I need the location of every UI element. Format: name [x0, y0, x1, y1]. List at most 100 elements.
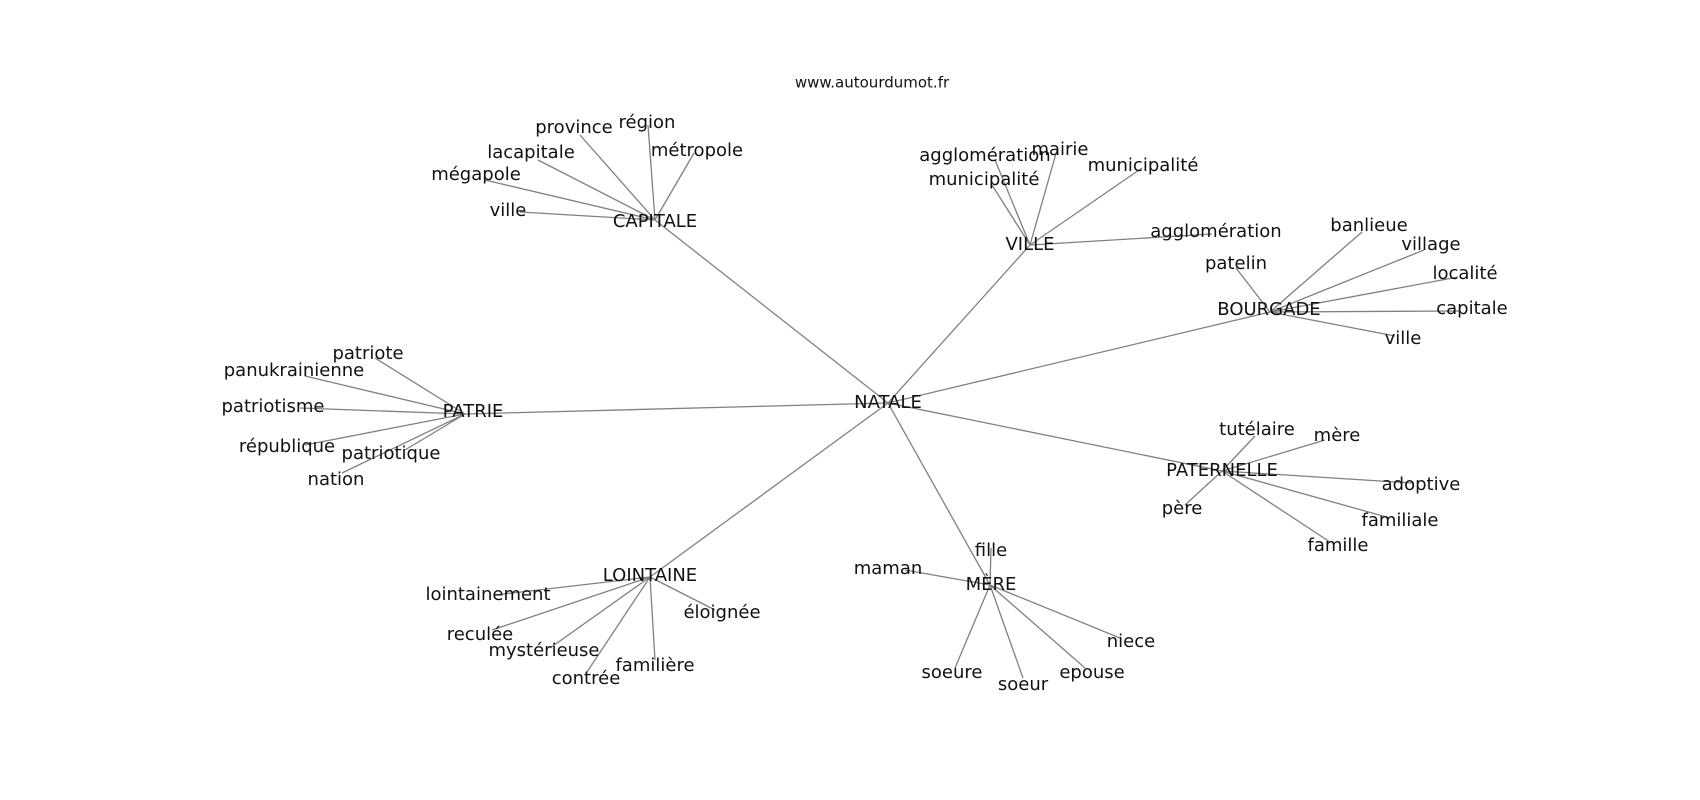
- word-node-ville-municipalite[interactable]: municipalité: [929, 169, 1040, 190]
- hub-node-mere[interactable]: MÈRE: [966, 573, 1017, 595]
- edge-patrie-patriotique-4: [404, 413, 466, 451]
- word-node-ville-municipalite[interactable]: municipalité: [1088, 155, 1199, 176]
- edge-ville-mairie-1: [1029, 149, 1058, 246]
- edge-paternelle-familiale-4: [1221, 470, 1391, 519]
- edge-mere-niece-2: [989, 584, 1121, 639]
- word-node-lointaine-mysterieuse[interactable]: mystérieuse: [488, 640, 599, 661]
- edge-mere-soeur-5: [989, 584, 1024, 679]
- word-node-paternelle-mere[interactable]: mère: [1314, 425, 1361, 446]
- edge-patrie-patriotisme-2: [299, 407, 466, 415]
- edge-bourgade-capitale-4: [1269, 310, 1461, 313]
- word-node-bourgade-village[interactable]: village: [1401, 234, 1460, 255]
- edge-lointaine-familiere-4: [649, 576, 656, 661]
- word-node-mere-niece[interactable]: niece: [1107, 631, 1155, 652]
- edge-mere-soeure-3: [954, 584, 991, 669]
- word-node-mere-soeure[interactable]: soeure: [922, 662, 983, 683]
- edge-natale-paternelle: [887, 402, 1223, 472]
- word-node-patrie-patriotisme[interactable]: patriotisme: [222, 396, 325, 417]
- word-node-mere-maman[interactable]: maman: [854, 558, 923, 579]
- source-website-label: www.autourdumot.fr: [795, 74, 950, 92]
- edge-natale-mere: [887, 402, 991, 586]
- edge-lointaine-eloignee-1: [649, 576, 716, 611]
- edge-capitale-province-0: [579, 134, 656, 221]
- edge-patrie-republique-3: [304, 413, 466, 446]
- word-node-lointaine-lointainement[interactable]: lointainement: [425, 584, 550, 605]
- word-node-ville-agglomeration[interactable]: agglomération: [1150, 221, 1281, 242]
- edge-capitale-region-1: [647, 124, 656, 221]
- word-node-paternelle-pere[interactable]: père: [1162, 498, 1203, 519]
- edge-bourgade-localite-3: [1269, 276, 1459, 313]
- word-node-capitale-metropole[interactable]: métropole: [651, 140, 743, 161]
- edge-capitale-lacapitale-2: [537, 159, 656, 221]
- word-node-paternelle-tutelaire[interactable]: tutélaire: [1219, 419, 1295, 440]
- edge-natale-bourgade: [887, 311, 1271, 404]
- word-node-patrie-panukrainienne[interactable]: panukrainienne: [224, 360, 365, 381]
- edge-ville-municipalite-2: [1029, 167, 1143, 246]
- edge-patrie-panukrainienne-1: [304, 375, 466, 415]
- word-node-lointaine-reculee[interactable]: reculée: [447, 624, 514, 645]
- hub-node-ville[interactable]: VILLE: [1005, 234, 1054, 255]
- word-node-patrie-republique[interactable]: république: [239, 436, 335, 457]
- edge-paternelle-tutelaire-0: [1221, 435, 1256, 472]
- word-node-mere-epouse[interactable]: epouse: [1059, 662, 1124, 683]
- hub-node-paternelle[interactable]: PATERNELLE: [1166, 460, 1278, 481]
- edge-paternelle-pere-3: [1184, 470, 1223, 506]
- edge-bourgade-banlieue-0: [1269, 231, 1363, 313]
- word-node-ville-agglomeration[interactable]: agglomération: [919, 145, 1050, 166]
- edge-layer: [299, 124, 1461, 679]
- edge-natale-capitale: [654, 219, 889, 404]
- edge-paternelle-mere-1: [1221, 439, 1326, 472]
- edge-patrie-patriote-0: [374, 357, 466, 415]
- edge-lointaine-reculee-2: [491, 576, 651, 631]
- edge-capitale-megapole-4: [484, 179, 656, 221]
- edge-bourgade-ville-5: [1269, 311, 1396, 337]
- word-node-bourgade-banlieue[interactable]: banlieue: [1330, 215, 1407, 236]
- edge-bourgade-village-1: [1269, 249, 1425, 313]
- edge-patrie-nation-5: [341, 413, 466, 474]
- edge-ville-municipalite-3: [991, 184, 1031, 246]
- word-node-bourgade-localite[interactable]: localité: [1432, 263, 1497, 284]
- word-node-capitale-lacapitale[interactable]: lacapitale: [487, 142, 575, 163]
- word-node-mere-soeur[interactable]: soeur: [998, 674, 1049, 695]
- edge-capitale-ville-5: [519, 211, 656, 221]
- word-node-paternelle-adoptive[interactable]: adoptive: [1382, 474, 1461, 495]
- word-node-bourgade-ville[interactable]: ville: [1385, 328, 1422, 349]
- word-node-paternelle-familiale[interactable]: familiale: [1361, 510, 1438, 531]
- word-node-patrie-patriotique[interactable]: patriotique: [342, 443, 441, 464]
- hub-node-lointaine[interactable]: LOINTAINE: [603, 565, 697, 586]
- word-node-lointaine-familiere[interactable]: familière: [615, 655, 694, 676]
- word-node-paternelle-famille[interactable]: famille: [1308, 535, 1369, 556]
- edge-paternelle-adoptive-2: [1221, 470, 1413, 484]
- hub-node-patrie[interactable]: PATRIE: [443, 401, 504, 422]
- word-node-bourgade-capitale[interactable]: capitale: [1436, 298, 1508, 319]
- hub-node-bourgade[interactable]: BOURGADE: [1217, 299, 1320, 320]
- edge-mere-epouse-4: [989, 584, 1086, 669]
- word-node-capitale-region[interactable]: région: [619, 112, 676, 133]
- edge-ville-agglomeration-4: [1029, 233, 1213, 246]
- word-node-bourgade-patelin[interactable]: patelin: [1205, 253, 1267, 274]
- edge-natale-ville: [887, 244, 1031, 404]
- word-node-capitale-megapole[interactable]: mégapole: [431, 164, 521, 185]
- edge-natale-lointaine: [649, 402, 889, 578]
- edge-mere-maman-1: [904, 569, 991, 586]
- word-node-mere-fille[interactable]: fille: [975, 540, 1007, 561]
- edge-mere-fille-0: [989, 547, 992, 586]
- edge-lointaine-mysterieuse-3: [549, 576, 651, 649]
- center-node-natale[interactable]: NATALE: [854, 392, 922, 413]
- edge-bourgade-patelin-2: [1235, 267, 1271, 313]
- word-node-lointaine-eloignee[interactable]: éloignée: [683, 602, 760, 623]
- hub-node-capitale[interactable]: CAPITALE: [613, 211, 697, 232]
- word-node-patrie-patriote[interactable]: patriote: [332, 343, 403, 364]
- edge-paternelle-famille-5: [1221, 470, 1331, 543]
- word-node-patrie-nation[interactable]: nation: [308, 469, 365, 490]
- edge-lointaine-lointainement-0: [494, 576, 651, 596]
- edge-capitale-metropole-3: [654, 152, 695, 221]
- word-node-capitale-ville[interactable]: ville: [490, 200, 527, 221]
- word-node-ville-mairie[interactable]: mairie: [1031, 139, 1088, 160]
- word-node-capitale-province[interactable]: province: [535, 117, 612, 138]
- word-node-lointaine-contree[interactable]: contrée: [552, 668, 621, 689]
- edge-lointaine-contree-5: [584, 576, 651, 676]
- edge-natale-patrie: [464, 402, 889, 415]
